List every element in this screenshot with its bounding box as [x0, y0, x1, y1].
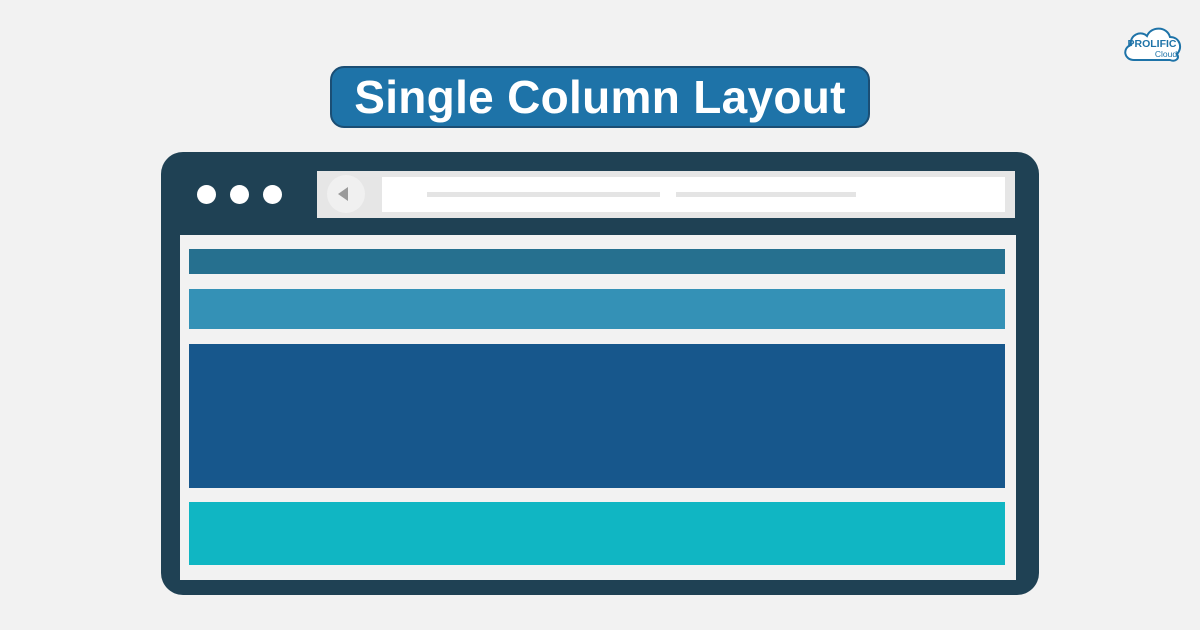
address-placeholder-line: [676, 192, 856, 197]
window-control-dot: [197, 185, 216, 204]
address-bar[interactable]: [382, 177, 1005, 212]
triangle-left-icon: [338, 187, 348, 201]
page-title: Single Column Layout: [330, 66, 870, 128]
address-placeholder-line: [427, 192, 660, 197]
content-block: [189, 344, 1005, 488]
footer-block: [189, 502, 1005, 565]
browser-viewport: [180, 235, 1016, 580]
browser-window: [161, 152, 1039, 595]
prolific-cloud-logo: PROLIFIC Cloud: [1120, 20, 1184, 68]
window-control-dot: [263, 185, 282, 204]
navigation-block: [189, 289, 1005, 329]
cloud-icon: PROLIFIC Cloud: [1124, 27, 1182, 62]
browser-toolbar: [317, 171, 1015, 218]
window-control-dot: [230, 185, 249, 204]
logo-brand-line1: PROLIFIC: [1128, 38, 1177, 50]
header-block: [189, 249, 1005, 274]
back-button[interactable]: [327, 175, 365, 213]
logo-brand-line2: Cloud: [1155, 49, 1177, 59]
